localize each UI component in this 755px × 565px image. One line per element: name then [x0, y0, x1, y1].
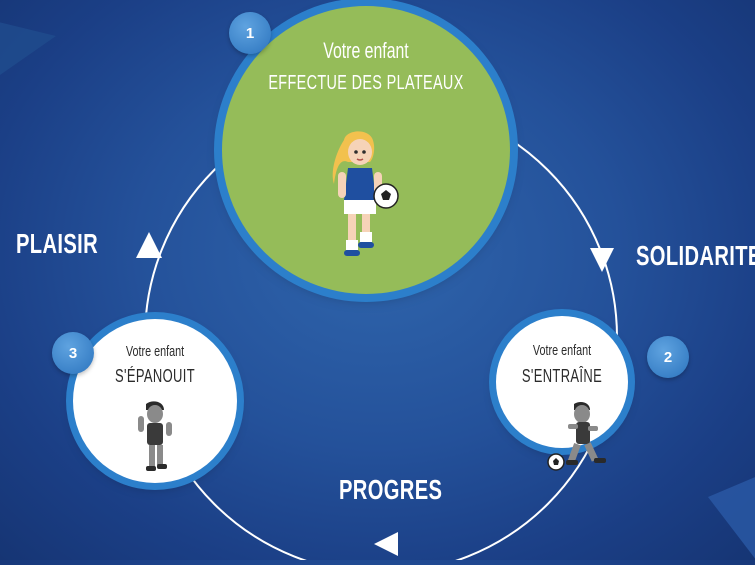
step-1-badge: 1	[229, 12, 271, 54]
girl-footballer-icon	[332, 131, 399, 256]
step-3-badge: 3	[52, 332, 94, 374]
step-3-line1: Votre enfant	[125, 343, 185, 360]
step-3-line2: S'ÉPANOUIT	[114, 366, 196, 386]
step-2-circle	[496, 316, 628, 448]
step-1-line2: EFFECTUE DES PLATEAUX	[268, 72, 464, 94]
step-1-line1: Votre enfant	[323, 38, 409, 63]
boy-running-with-ball-icon	[547, 402, 606, 471]
arrow-down-icon	[590, 248, 614, 272]
boy-celebrating-icon	[138, 401, 172, 471]
decorative-triangle-top-left	[0, 22, 56, 76]
value-solidarite: SOLIDARITE	[636, 240, 755, 271]
arrow-left-icon	[374, 532, 398, 556]
step-2-badge: 2	[647, 336, 689, 378]
step-2-line1: Votre enfant	[532, 342, 592, 359]
step-2-line2: S'ENTRAÎNE	[521, 366, 603, 386]
value-plaisir: PLAISIR	[16, 228, 99, 259]
value-progres: PROGRES	[339, 474, 443, 505]
arrow-up-icon	[136, 232, 162, 258]
decorative-triangle-bottom-right	[708, 477, 755, 559]
